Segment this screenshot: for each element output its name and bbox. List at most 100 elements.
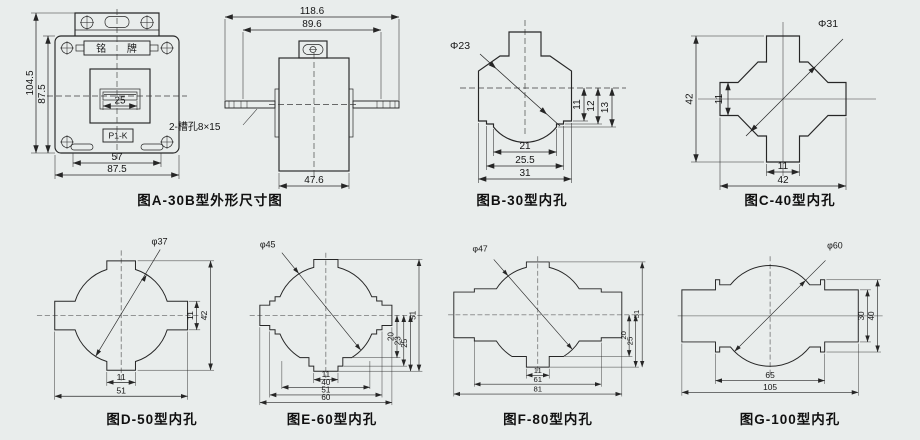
bottom-slot-right [140, 143, 164, 151]
side-view: 118.6 89.6 47.6 [224, 6, 400, 189]
dim-height-overall: 104.5 [25, 70, 36, 95]
dim-width-3: 51 [321, 385, 330, 394]
dim-width-3: 31 [519, 168, 531, 179]
slot-note-label: 2-槽孔8×15 [169, 120, 221, 133]
dim-depth-1: 20 [619, 331, 628, 340]
figure-e-drawing: φ45 20 23 25 51 11 40 51 60 [249, 240, 423, 406]
caption-figure-b: 图B-30型内孔 [476, 193, 568, 208]
figure-c-drawing: Φ31 42 11 11 42 [685, 18, 876, 190]
dimensions-right: 20 23 25 51 [338, 259, 423, 372]
diameter-label: Φ23 [450, 40, 470, 52]
diameter-callout: Φ23 [450, 40, 561, 127]
centerlines [249, 252, 423, 378]
dim-width: 42 [777, 175, 789, 186]
terminal-label: P1-K [109, 131, 128, 141]
dimensions-left: 42 11 [685, 35, 764, 163]
figure-d-drawing: φ37 11 42 11 51 [36, 236, 215, 400]
dimensions-top: 118.6 89.6 [224, 6, 400, 100]
dim-width-2: 25.5 [515, 155, 535, 166]
centerlines [47, 9, 187, 161]
figure-a-drawing: 铭 牌 25 P1-K 104.5 87.5 [25, 6, 400, 189]
dim-height: 51 [409, 310, 418, 319]
dim-width: 51 [116, 386, 126, 396]
dimensions-right: 20 25 51 [550, 261, 646, 368]
diameter-callout: φ45 [260, 240, 362, 351]
dimensions-bottom: 11 51 [54, 331, 188, 400]
dim-slot-height: 11 [185, 311, 195, 320]
dim-height: 51 [632, 310, 641, 319]
top-bracket [298, 40, 328, 59]
caption-figure-c: 图C-40型内孔 [744, 193, 836, 208]
dim-width-1: 11 [534, 366, 542, 375]
dim-depth-3: 25 [400, 338, 409, 347]
dimensions: 104.5 87.5 57 87.5 [25, 12, 180, 179]
dim-width-2: 40 [321, 378, 330, 387]
dim-height-body: 87.5 [37, 84, 48, 104]
dim-depth-2: 25 [625, 337, 634, 346]
caption-figure-a: 图A-30B型外形尺寸图 [137, 193, 283, 208]
caption-figure-e: 图E-60型内孔 [286, 412, 378, 427]
dim-width-inner: 57 [111, 152, 123, 163]
dim-window-width: 25 [114, 96, 126, 107]
dimensions-bottom: 21 25.5 31 [478, 123, 572, 183]
diameter-callout: φ47 [473, 243, 573, 350]
dimension-bottom: 47.6 [278, 173, 350, 189]
caption-figure-g: 图G-100型内孔 [739, 412, 841, 427]
nameplate-label: 铭 牌 [96, 42, 146, 55]
hole-outline [259, 258, 393, 372]
right-rib [348, 88, 354, 138]
dimensions-right: 30 40 [826, 279, 881, 353]
diameter-callout: φ37 [95, 236, 168, 357]
dim-depth-1: 20 [387, 332, 396, 341]
dim-width-1: 21 [519, 141, 531, 152]
dim-depth-1: 11 [572, 99, 583, 110]
dimensions-right: 11 42 [137, 260, 215, 371]
figure-b-drawing: Φ23 11 12 13 21 25.5 31 [450, 20, 626, 183]
dim-width-2: 61 [534, 375, 543, 384]
dim-width-4: 60 [321, 393, 330, 402]
front-view: 铭 牌 25 P1-K 104.5 87.5 [25, 9, 187, 179]
dimensions-bottom: 65 105 [681, 343, 859, 396]
dim-slot-width: 11 [117, 372, 126, 382]
dim-height: 42 [685, 93, 696, 105]
hole-outline [719, 35, 847, 163]
dim-depth-2: 12 [586, 100, 597, 112]
diameter-label: φ60 [827, 241, 843, 251]
figure-g-drawing: φ60 30 40 65 105 [677, 241, 883, 396]
dim-width-brackets: 89.6 [302, 19, 322, 30]
dimensions-bottom: 11 61 81 [453, 339, 623, 397]
figure-f-drawing: φ47 20 25 51 11 61 81 [448, 243, 646, 397]
dim-slot-height: 11 [714, 93, 725, 104]
dim-width-1: 65 [765, 370, 775, 380]
dim-width-body: 87.5 [107, 164, 127, 175]
centerlines [677, 256, 883, 378]
dim-depth-3: 13 [600, 102, 611, 114]
mounting-feet [224, 100, 400, 109]
hole-outline [681, 265, 859, 367]
dimensions-right: 11 12 13 [558, 87, 616, 128]
dim-height: 42 [199, 311, 209, 321]
left-rib [274, 88, 280, 138]
dim-depth: 47.6 [304, 175, 324, 186]
diameter-label: Φ31 [818, 18, 838, 30]
diameter-label: φ37 [152, 236, 168, 246]
corner-screws [60, 41, 174, 149]
diameter-callout: Φ31 [745, 18, 844, 137]
dimensions-bottom: 11 42 [719, 117, 847, 190]
hole-outline [477, 31, 573, 143]
centerlines [269, 53, 359, 177]
dim-depth-2: 40 [867, 311, 876, 320]
dim-depth-1: 30 [857, 311, 866, 320]
slot-note: 2-槽孔8×15 [169, 108, 258, 133]
dim-width-overall: 118.6 [300, 6, 325, 17]
hole-outline [453, 261, 623, 368]
hole-outline [54, 260, 189, 371]
dim-slot-width: 11 [778, 161, 789, 172]
dim-width-2: 105 [763, 382, 777, 392]
centerlines [448, 256, 646, 374]
dim-width-1: 11 [322, 370, 331, 379]
diameter-label: φ45 [260, 240, 276, 250]
dim-depth-2: 23 [393, 336, 402, 345]
bottom-slot-left [70, 143, 94, 151]
